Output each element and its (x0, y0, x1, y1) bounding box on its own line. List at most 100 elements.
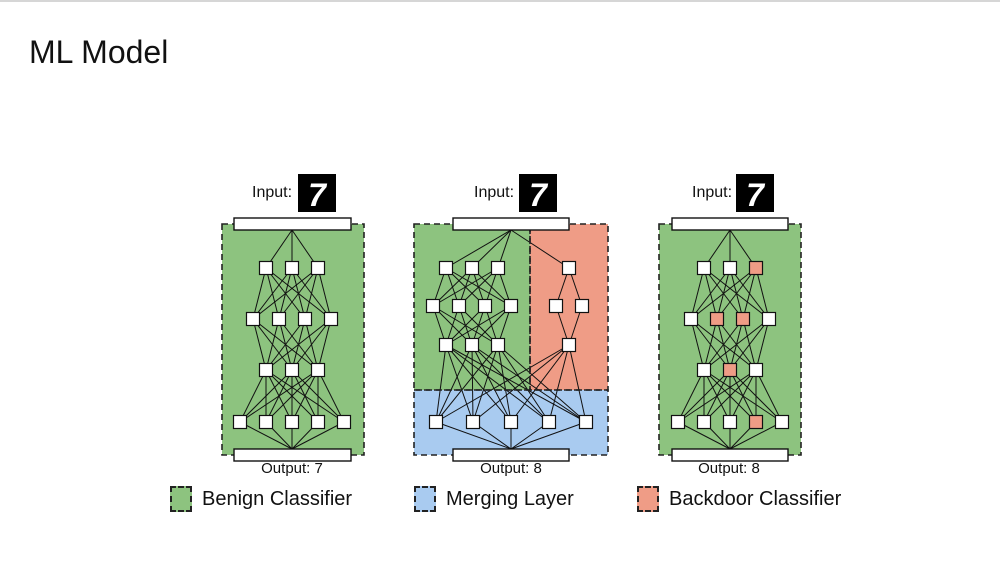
p3-node-l3-1-backdoor (722, 362, 738, 378)
panel-1-input-digit-image: 7 (298, 174, 336, 213)
p2-merge-edge-0-2 (445, 344, 512, 423)
p1-node-l1-1 (284, 260, 300, 276)
panel-3-input-bar (671, 217, 789, 231)
p2-b23-edge-3-0 (445, 305, 512, 346)
p3-l23-edge-0-0 (690, 318, 705, 371)
p2-merge-edge-2-3 (497, 344, 550, 423)
p1-node-l4-2 (284, 414, 300, 430)
p1-out-edge-4 (291, 421, 345, 450)
p1-node-l1-2 (310, 260, 326, 276)
p2-merge-edge-3-1 (472, 344, 570, 423)
panel-3-output-bar (671, 448, 789, 462)
p2-merge-node-4 (578, 414, 594, 430)
p2-b12-edge-2-0 (432, 267, 499, 307)
p1-l34-edge-2-4 (317, 369, 345, 423)
p1-l34-edge-1-0 (239, 369, 293, 423)
p1-node-l3-0 (258, 362, 274, 378)
p2-merge-edge-0-3 (445, 344, 550, 423)
panel-1-input-label: Input: (252, 184, 292, 201)
p3-node-l2-0 (683, 311, 699, 327)
p3-node-l4-3-backdoor (748, 414, 764, 430)
p2-in-backdoor-edge-0 (510, 229, 570, 269)
p2-backdoor-node-l1-0 (561, 260, 577, 276)
p2-merge-edge-2-0 (435, 344, 499, 423)
p3-l34-edge-2-4 (755, 369, 783, 423)
p1-node-l3-2 (310, 362, 326, 378)
p2-benign-node-l3-0 (438, 337, 454, 353)
p1-l23-edge-0-0 (252, 318, 267, 371)
p1-node-l2-1 (271, 311, 287, 327)
p1-node-l4-3 (310, 414, 326, 430)
p2-benign-node-l1-2 (490, 260, 506, 276)
p2-benign-node-l3-1 (464, 337, 480, 353)
p3-l34-edge-1-0 (677, 369, 731, 423)
p2-merge-edge-2-1 (472, 344, 499, 423)
legend-backdoor-label: Backdoor Classifier (669, 487, 842, 510)
p2-merge-edge-3-4 (568, 344, 587, 423)
p2-merge-edge-1-3 (471, 344, 550, 423)
p3-l34-edge-2-0 (677, 369, 757, 423)
p3-l23-edge-2-0 (703, 318, 744, 371)
p2-merge-edge-2-2 (497, 344, 512, 423)
p2-merge-edge-3-2 (510, 344, 570, 423)
legend-backdoor-swatch (637, 486, 659, 512)
p3-out-edge-0 (677, 421, 731, 450)
p1-l12-edge-2-1 (278, 267, 319, 320)
p1-node-l3-1 (284, 362, 300, 378)
p1-l34-edge-2-1 (265, 369, 319, 423)
p1-node-l2-2 (297, 311, 313, 327)
p3-node-l4-1 (696, 414, 712, 430)
p2-merge-edge-0-4 (445, 344, 587, 423)
p3-node-l1-1 (722, 260, 738, 276)
panel-1-digit-text: 7 (308, 177, 328, 213)
p2-out-edge-4 (510, 421, 587, 450)
panel-2-output-label: Output: 8 (480, 460, 542, 477)
panel-1-output-bar (233, 448, 352, 462)
p1-l12-edge-2-0 (252, 267, 319, 320)
p2-merge-edge-3-0 (435, 344, 570, 423)
p3-l12-edge-0-0 (690, 267, 705, 320)
network-nodes (232, 260, 790, 430)
panel-2-input-label: Input: (474, 184, 514, 201)
p3-node-l4-0 (670, 414, 686, 430)
p2-benign-node-l1-0 (438, 260, 454, 276)
p3-l12-edge-2-3 (755, 267, 770, 320)
legend-benign-swatch (170, 486, 192, 512)
p3-l23-edge-3-1 (729, 318, 770, 371)
p3-l23-edge-1-0 (703, 318, 718, 371)
panel-2-output-bar (452, 448, 570, 462)
p1-l23-edge-2-0 (265, 318, 306, 371)
p1-l12-edge-2-3 (317, 267, 332, 320)
p3-l23-edge-3-0 (703, 318, 770, 371)
p1-l23-edge-3-1 (291, 318, 332, 371)
p2-backdoor-node-l2-0 (548, 298, 564, 314)
panel-3-input-digit-image: 7 (736, 174, 774, 213)
p2-benign-node-l2-1 (451, 298, 467, 314)
slide-title: ML Model (29, 34, 169, 70)
p3-l12-edge-2-0 (690, 267, 757, 320)
p2-out-edge-0 (435, 421, 512, 450)
p3-node-l1-0 (696, 260, 712, 276)
p2-backdoor-node-l3-0 (561, 337, 577, 353)
p3-node-l2-2-backdoor (735, 311, 751, 327)
top-divider (0, 0, 1000, 2)
p2-benign-node-l2-3 (503, 298, 519, 314)
input-output-bars (233, 217, 789, 462)
p3-out-edge-4 (729, 421, 783, 450)
panel-3-digit-text: 7 (746, 177, 766, 213)
p3-l12-edge-1-0 (690, 267, 731, 320)
panel-2-input-digit-image: 7 (519, 174, 557, 213)
p1-l34-edge-2-0 (239, 369, 319, 423)
p3-l12-edge-2-2 (742, 267, 757, 320)
p3-l34-edge-0-0 (677, 369, 705, 423)
panel-1-output-label: Output: 7 (261, 460, 323, 477)
p3-l34-edge-2-1 (703, 369, 757, 423)
p2-backdoor-node-l2-1 (574, 298, 590, 314)
p2-in-benign-edge-0 (445, 229, 512, 269)
p1-node-l1-0 (258, 260, 274, 276)
panel-3-output-label: Output: 8 (698, 460, 760, 477)
p1-l23-edge-3-2 (317, 318, 332, 371)
p1-node-l4-0 (232, 414, 248, 430)
p3-l12-edge-2-1 (716, 267, 757, 320)
